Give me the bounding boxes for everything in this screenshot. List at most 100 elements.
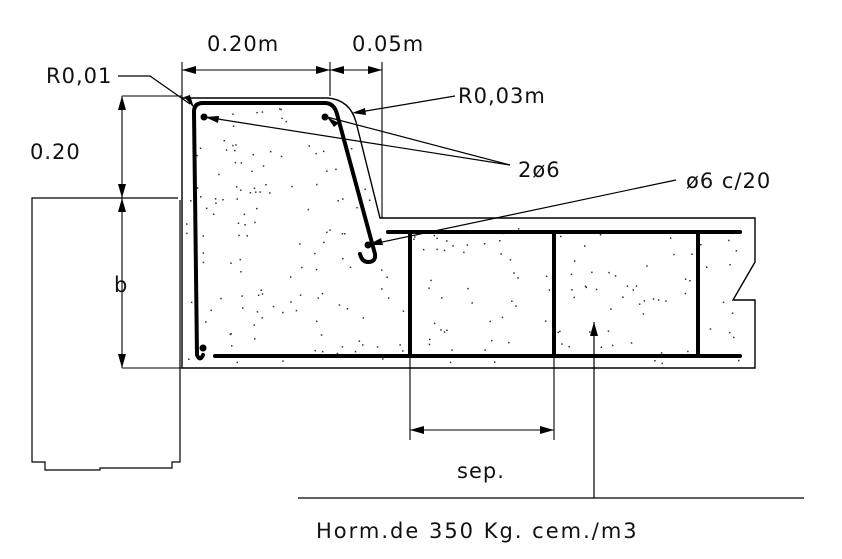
concrete-dot [684,278,687,280]
concrete-dot [240,271,242,273]
concrete-dot [205,321,207,323]
concrete-dot [386,276,388,278]
concrete-dot [231,345,233,347]
concrete-dot [249,192,252,194]
concrete-dot [308,145,310,147]
concrete-dot [329,229,331,231]
concrete-dot [436,248,438,251]
concrete-dot [669,237,672,239]
concrete-dot [280,155,283,158]
concrete-dot [316,183,318,186]
concrete-dot [508,341,510,344]
concrete-dot [238,234,240,237]
concrete-dot [236,198,238,200]
concrete-section [181,97,756,369]
concrete-dot [342,198,344,200]
concrete-dot [441,297,443,299]
concrete-dot [196,154,198,157]
concrete-dot [254,221,256,224]
concrete-dot [646,265,648,267]
concrete-dot [299,294,302,296]
concrete-dot [422,248,425,251]
bar-dot-top-left [200,113,208,121]
spacing-label: sep. [457,459,505,483]
concrete-dot [684,292,687,295]
concrete-dot [190,301,193,304]
concrete-dot [632,289,634,291]
concrete-dot [381,288,383,290]
concrete-dot [689,280,691,282]
concrete-dot [584,245,586,247]
concrete-dot [220,297,222,300]
concrete-dot [336,352,339,355]
stirrups-label: ø6 c/20 [686,169,771,193]
concrete-dot [240,189,242,191]
concrete-dot [261,293,264,295]
concrete-dot [376,346,379,348]
concrete-dot [282,311,284,314]
concrete-dot [500,253,502,255]
concrete-dot [265,184,267,186]
dim-height-label: 0.20 [30,140,81,164]
concrete-dot [691,253,693,255]
radius-small-label: R0,01 [46,64,112,88]
concrete-dot [239,258,241,261]
concrete-dot [501,316,504,319]
concrete-dot [218,173,220,176]
concrete-dot [652,298,655,300]
concrete-speckle [186,108,740,365]
main-bar [192,101,378,361]
concrete-dot [356,206,358,209]
concrete-dot [279,108,281,110]
concrete-dot [289,276,292,278]
concrete-dot [256,207,258,210]
concrete-dot [429,338,431,341]
concrete-dot [202,261,205,264]
concrete-dot [585,286,587,289]
concrete-dot [471,302,473,304]
concrete-dot [321,350,324,353]
concrete-dot [257,294,260,296]
concrete-dot [254,338,256,340]
existing-pavement-outline [31,197,181,471]
concrete-dot [626,285,629,287]
concrete-dot [200,196,202,198]
concrete-dot [272,305,275,308]
concrete-dot [344,233,346,235]
concrete-dot [346,308,349,310]
concrete-dot [205,207,208,210]
leaders [118,75,804,499]
reinforcement [192,101,742,361]
concrete-dot [196,187,199,189]
concrete-dot [326,170,328,172]
concrete-dot [358,340,361,342]
concrete-dot [232,144,234,147]
concrete-dot [269,192,271,194]
concrete-dot [709,328,712,330]
concrete-dot [229,333,232,336]
concrete-dot [738,359,740,362]
concrete-dot [687,350,689,353]
concrete-dot [212,213,215,215]
concrete-dot [557,331,559,334]
concrete-dot [281,117,283,120]
concrete-dot [728,239,730,242]
concrete-dot [315,268,318,271]
concrete-dot [234,161,237,164]
concrete-dot [255,191,257,193]
bars-longitudinal-label: 2ø6 [518,158,561,182]
concrete-dot [326,231,328,234]
concrete-dot [654,360,656,362]
concrete-dot [642,313,645,315]
concrete-dot [499,240,501,242]
concrete-dot [230,262,232,264]
concrete-dot [643,300,646,302]
concrete-dot [285,120,288,123]
concrete-dot [315,152,317,155]
concrete-dot [661,362,663,365]
concrete-dot [337,200,339,202]
concrete-dot [428,343,431,346]
concrete-dot [570,273,573,276]
concrete-dot [428,287,430,289]
concrete-dot [261,111,264,113]
